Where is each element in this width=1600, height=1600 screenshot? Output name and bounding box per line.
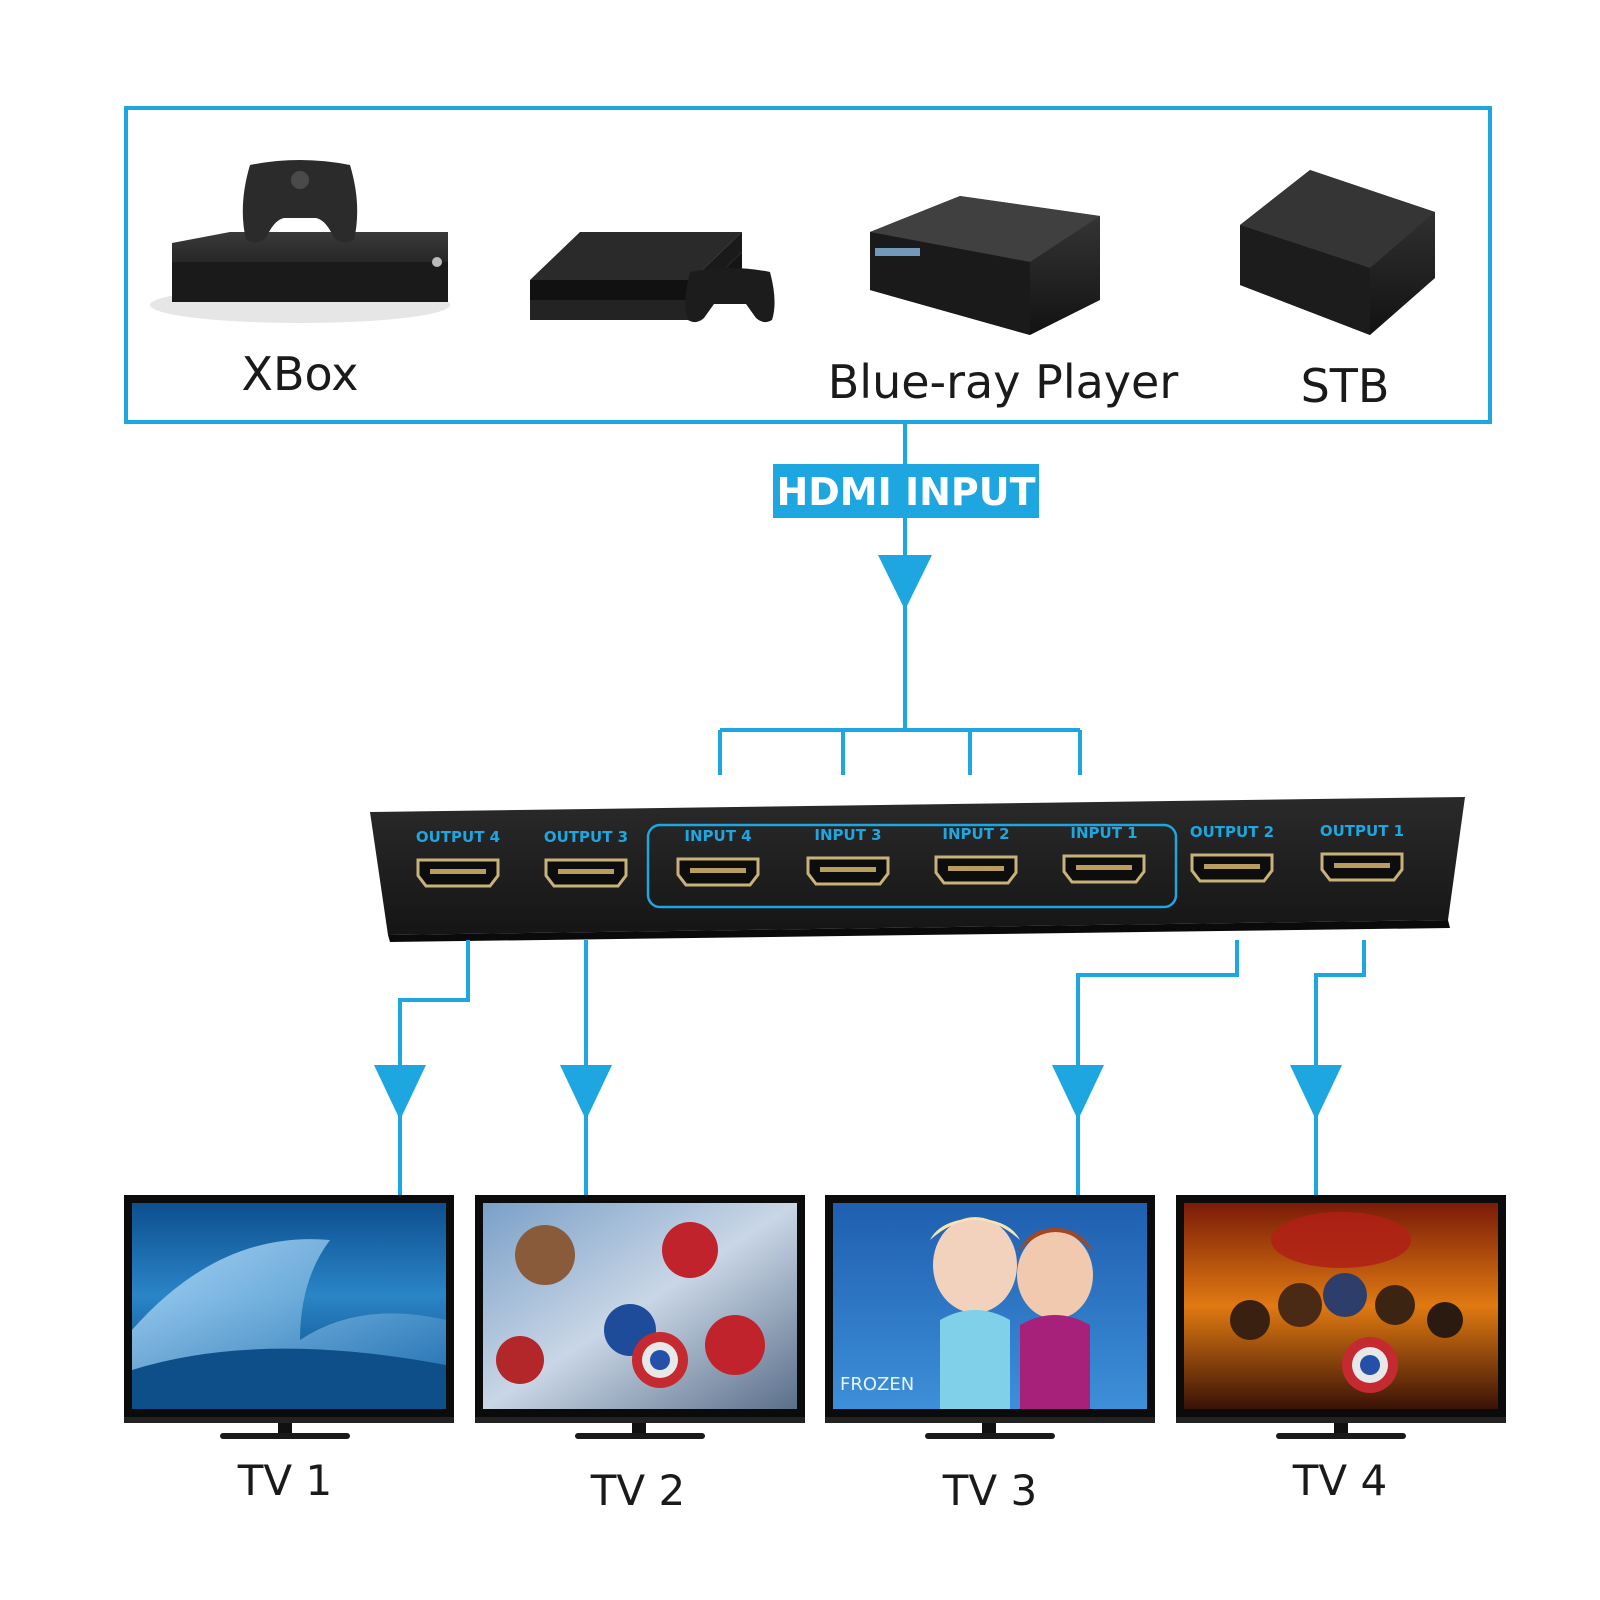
playstation-console-icon <box>530 232 775 323</box>
tv-3: FROZEN <box>825 1195 1155 1439</box>
output-arrows <box>374 1065 1342 1120</box>
hdmi-port-pins-output-1 <box>1334 863 1390 868</box>
set-top-box-icon <box>1240 170 1435 335</box>
port-label-output-1: OUTPUT 1 <box>1320 822 1404 840</box>
port-label-output-3: OUTPUT 3 <box>544 828 628 846</box>
sources-frame <box>124 106 1492 424</box>
tv-1-label: TV 1 <box>237 1456 332 1505</box>
hdmi-switch-panel <box>370 797 1465 942</box>
port-label-output-4: OUTPUT 4 <box>416 828 500 846</box>
tv-2-label: TV 2 <box>590 1466 685 1515</box>
port-label-output-2: OUTPUT 2 <box>1190 823 1274 841</box>
port-label-input-1: INPUT 1 <box>1070 824 1137 842</box>
tv-4 <box>1176 1195 1506 1439</box>
source-label-bluray: Blue-ray Player <box>828 355 1179 409</box>
hdmi-port-pins-input-4 <box>690 868 746 873</box>
hdmi-port-pins-input-3 <box>820 867 876 872</box>
bluray-player-icon <box>870 196 1100 335</box>
hdmi-port-pins-input-1 <box>1076 865 1132 870</box>
hdmi-port-pins-output-2 <box>1204 864 1260 869</box>
tv-3-label: TV 3 <box>942 1466 1037 1515</box>
port-label-input-2: INPUT 2 <box>942 825 1009 843</box>
source-label-xbox: XBox <box>241 347 358 401</box>
hdmi-port-pins-input-2 <box>948 866 1004 871</box>
port-label-input-3: INPUT 3 <box>814 826 881 844</box>
source-label-stb: STB <box>1301 359 1390 413</box>
hdmi-port-pins-output-4 <box>430 869 486 874</box>
xbox-console-icon <box>150 160 450 323</box>
port-label-input-4: INPUT 4 <box>684 827 751 845</box>
hdmi-input-badge <box>773 464 1039 518</box>
tv-3-screen-text: FROZEN <box>840 1374 914 1395</box>
output-routing-lines <box>398 940 1366 1195</box>
tv-1 <box>124 1195 454 1439</box>
input-distribution-lines <box>718 728 1082 775</box>
tv-4-label: TV 4 <box>1292 1456 1387 1505</box>
hdmi-input-label: HDMI INPUT <box>776 470 1035 514</box>
input-group-outline <box>646 823 1178 909</box>
input-arrow <box>878 555 932 610</box>
tv-2 <box>475 1195 805 1439</box>
hdmi-port-pins-output-3 <box>558 869 614 874</box>
